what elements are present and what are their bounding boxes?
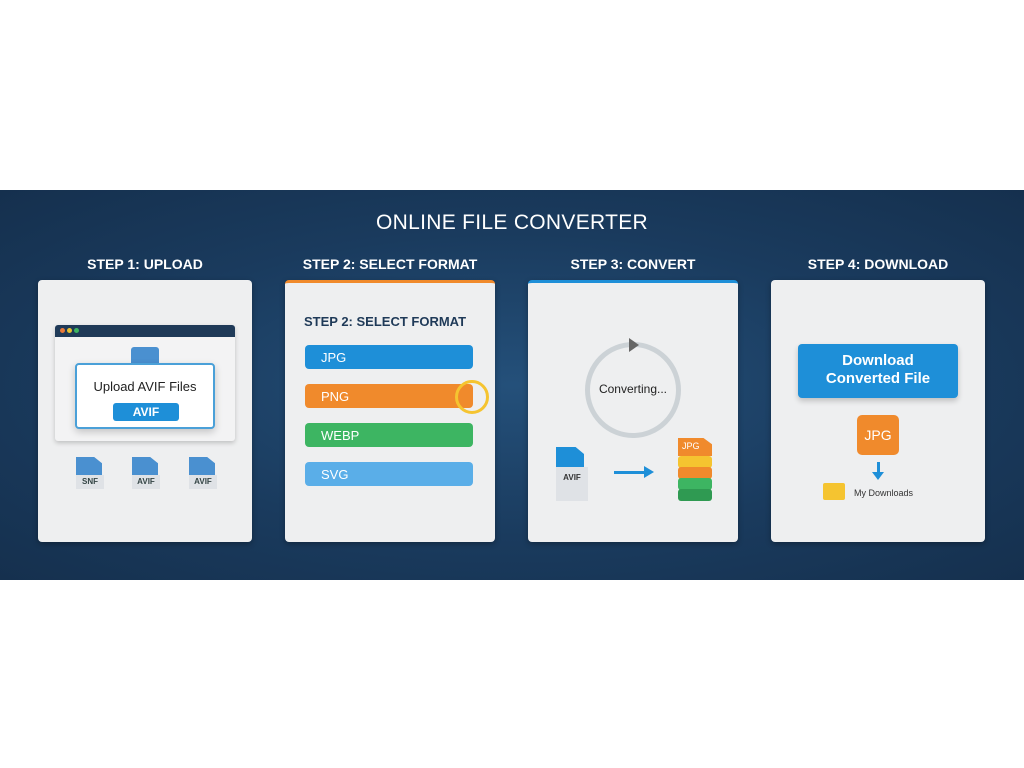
- format-option-svg[interactable]: SVG: [305, 462, 473, 486]
- step4-label: STEP 4: DOWNLOAD: [807, 256, 949, 272]
- arrow-head-icon: [872, 472, 884, 480]
- avif-source-file-icon: AVIF: [556, 447, 588, 501]
- file-icon: SNF: [76, 457, 104, 491]
- download-button[interactable]: Download Converted File: [798, 344, 958, 398]
- close-dot-icon: [60, 328, 65, 333]
- step3-label: STEP 3: CONVERT: [570, 256, 696, 272]
- folder-icon: [823, 483, 845, 500]
- format-option-webp[interactable]: WEBP: [305, 423, 473, 447]
- format-option-png[interactable]: PNG: [305, 384, 473, 408]
- download-card: Download Converted File JPG My Downloads: [771, 280, 985, 542]
- minimize-dot-icon: [67, 328, 72, 333]
- converting-status: Converting...: [598, 382, 668, 396]
- avif-upload-button[interactable]: AVIF: [113, 403, 179, 421]
- upload-file-icon: [131, 347, 159, 367]
- convert-card: Converting... AVIF JPG: [528, 280, 738, 542]
- downloads-folder-label[interactable]: My Downloads: [854, 488, 914, 498]
- upload-card: Upload AVIF Files AVIF SNF AVIF AVIF: [38, 280, 252, 542]
- step1-label: STEP 1: UPLOAD: [87, 256, 203, 272]
- arrow-down-icon: [877, 462, 880, 474]
- format-card: STEP 2: SELECT FORMAT JPG PNG WEBP SVG: [285, 280, 495, 542]
- file-icon: AVIF: [132, 457, 160, 491]
- upload-dialog-title: Upload AVIF Files: [93, 379, 197, 394]
- arrow-head-icon: [644, 466, 654, 478]
- format-option-jpg[interactable]: JPG: [305, 345, 473, 369]
- format-heading: STEP 2: SELECT FORMAT: [304, 314, 467, 329]
- arrow-right-icon: [614, 471, 646, 474]
- maximize-dot-icon: [74, 328, 79, 333]
- step2-label: STEP 2: SELECT FORMAT: [302, 256, 478, 272]
- spinner-arrow-icon: [629, 338, 639, 352]
- file-icon: AVIF: [189, 457, 217, 491]
- browser-titlebar: [55, 325, 235, 337]
- upload-dialog: Upload AVIF Files AVIF: [75, 363, 215, 429]
- jpg-file-icon: JPG: [857, 415, 899, 455]
- cursor-highlight-icon: [455, 380, 489, 414]
- page-title: ONLINE FILE CONVERTER: [376, 211, 648, 234]
- jpg-stack-icon: JPG: [678, 438, 714, 502]
